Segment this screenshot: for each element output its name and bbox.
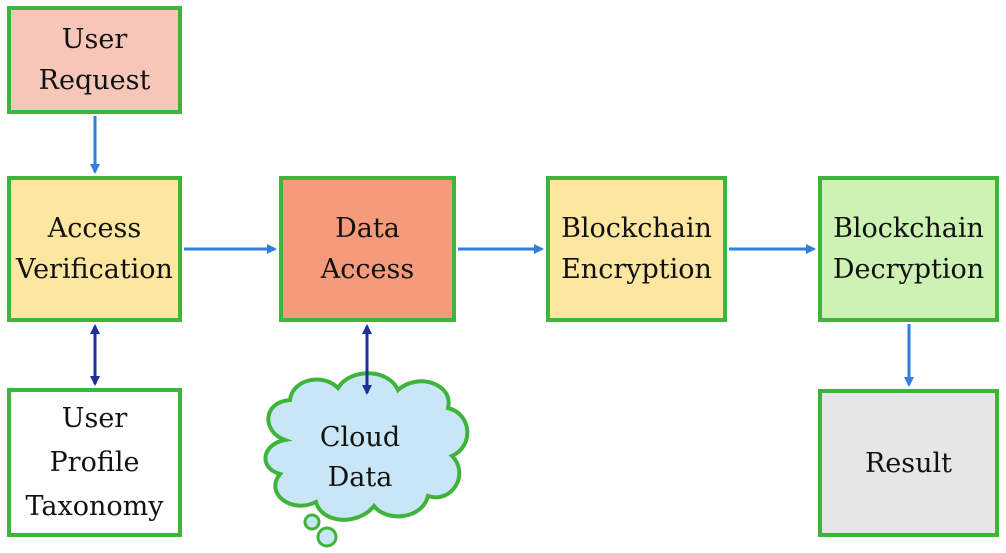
node-label-line: Data [335,213,400,244]
node-label-line: Taxonomy [25,490,164,522]
node-label-line: Blockchain [561,213,712,244]
cloud-shape [263,371,470,548]
node-data-access: Data Access [279,176,456,322]
node-result: Result [818,389,999,537]
node-label-line: Data [327,462,393,493]
node-label-line: Access [47,213,142,244]
node-label-line: Request [38,65,151,96]
node-blockchain-decryption: Blockchain Decryption [818,176,999,322]
node-label-line: Result [864,447,953,479]
node-user-profile-taxonomy: User Profile Taxonomy [7,388,182,537]
node-label-line: Access [320,254,415,285]
node-label-line: Cloud [319,422,401,453]
node-label-line: Decryption [832,254,985,285]
node-label-line: User [61,24,128,55]
node-label-line: Blockchain [833,213,984,244]
node-access-verification: Access Verification [7,176,182,322]
node-label-line: Encryption [561,254,712,285]
node-blockchain-encryption: Blockchain Encryption [546,176,727,322]
node-label-line: Profile [49,446,140,478]
node-label-line: User [61,402,128,434]
node-label-line: Verification [16,254,173,285]
node-user-request: User Request [7,6,182,114]
node-cloud-data: Cloud Data [280,413,440,503]
